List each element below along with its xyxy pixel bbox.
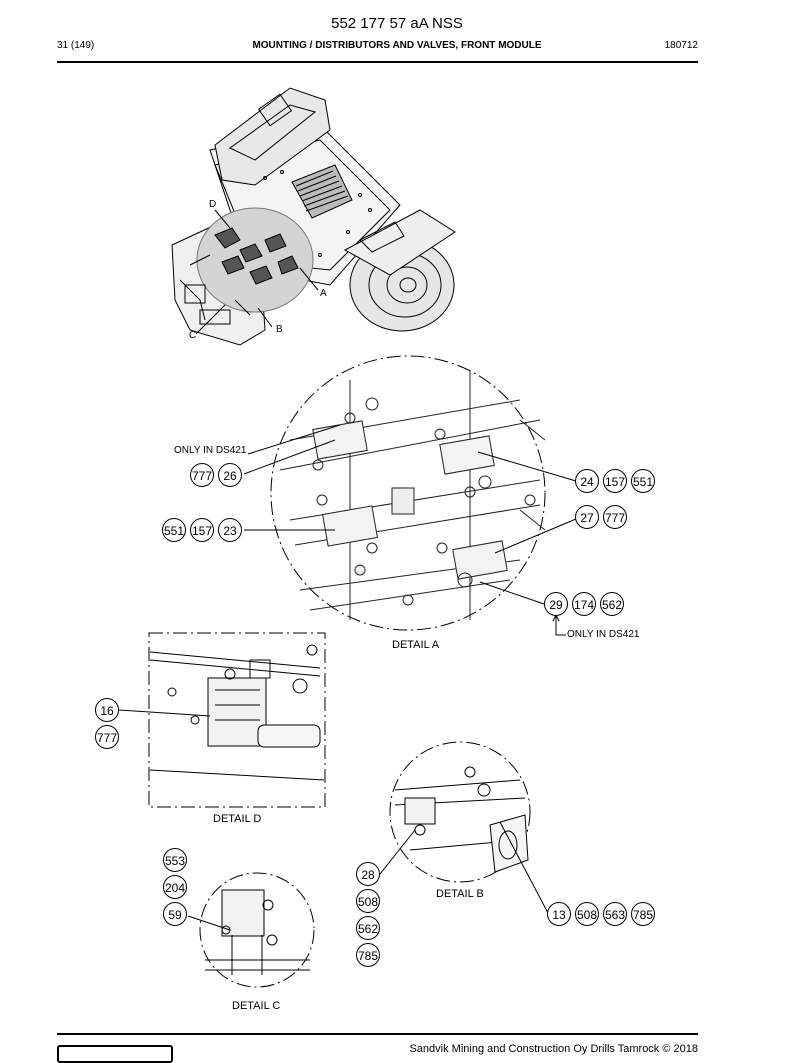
- overview-label-d: D: [209, 199, 217, 210]
- detail-c-title: DETAIL C: [232, 1000, 281, 1012]
- callout: 785: [356, 943, 380, 967]
- callout: 777: [190, 463, 214, 487]
- detail-d-drawing: [118, 632, 326, 808]
- header-rule: [57, 61, 698, 63]
- detail-c-drawing: [187, 872, 315, 988]
- callout: 23: [218, 518, 242, 542]
- callout: 16: [95, 698, 119, 722]
- callout: 28: [356, 862, 380, 886]
- callout: 551: [631, 469, 655, 493]
- callout: 553: [163, 848, 187, 872]
- overview-label-a: A: [320, 288, 327, 299]
- overview-drawing: [171, 87, 456, 346]
- detail-b-title: DETAIL B: [436, 888, 484, 900]
- callout: 562: [600, 592, 624, 616]
- callout: 777: [95, 725, 119, 749]
- detail-d-title: DETAIL D: [213, 813, 262, 825]
- section-title: MOUNTING / DISTRIBUTORS AND VALVES, FRON…: [252, 40, 542, 51]
- callout: 551: [162, 518, 186, 542]
- footer-copyright: Sandvik Mining and Construction Oy Drill…: [409, 1043, 698, 1055]
- callout: 508: [575, 902, 599, 926]
- detail-a-title: DETAIL A: [392, 639, 440, 651]
- overview-label-c: C: [189, 330, 197, 341]
- detail-a-drawing: [243, 355, 577, 636]
- callout: 777: [603, 505, 627, 529]
- callout: 174: [572, 592, 596, 616]
- detail-a-note-top: ONLY IN DS421: [174, 445, 247, 456]
- callout: 29: [544, 592, 568, 616]
- callout: 204: [163, 875, 187, 899]
- callout: 27: [575, 505, 599, 529]
- callout: 13: [547, 902, 571, 926]
- detail-b-drawing: [379, 741, 549, 914]
- callout: 26: [218, 463, 242, 487]
- overview-label-b: B: [276, 324, 283, 335]
- callout: 562: [356, 916, 380, 940]
- callout: 563: [603, 902, 627, 926]
- brand-logo: [57, 1045, 173, 1063]
- callout: 157: [190, 518, 214, 542]
- callout: 508: [356, 889, 380, 913]
- callout: 24: [575, 469, 599, 493]
- callout: 157: [603, 469, 627, 493]
- callout: 59: [163, 902, 187, 926]
- page-number: 31 (149): [57, 40, 95, 51]
- callout: 785: [631, 902, 655, 926]
- document-date: 180712: [664, 40, 698, 51]
- document-title: 552 177 57 aA NSS: [331, 15, 463, 32]
- detail-a-note-bottom: ONLY IN DS421: [567, 629, 640, 640]
